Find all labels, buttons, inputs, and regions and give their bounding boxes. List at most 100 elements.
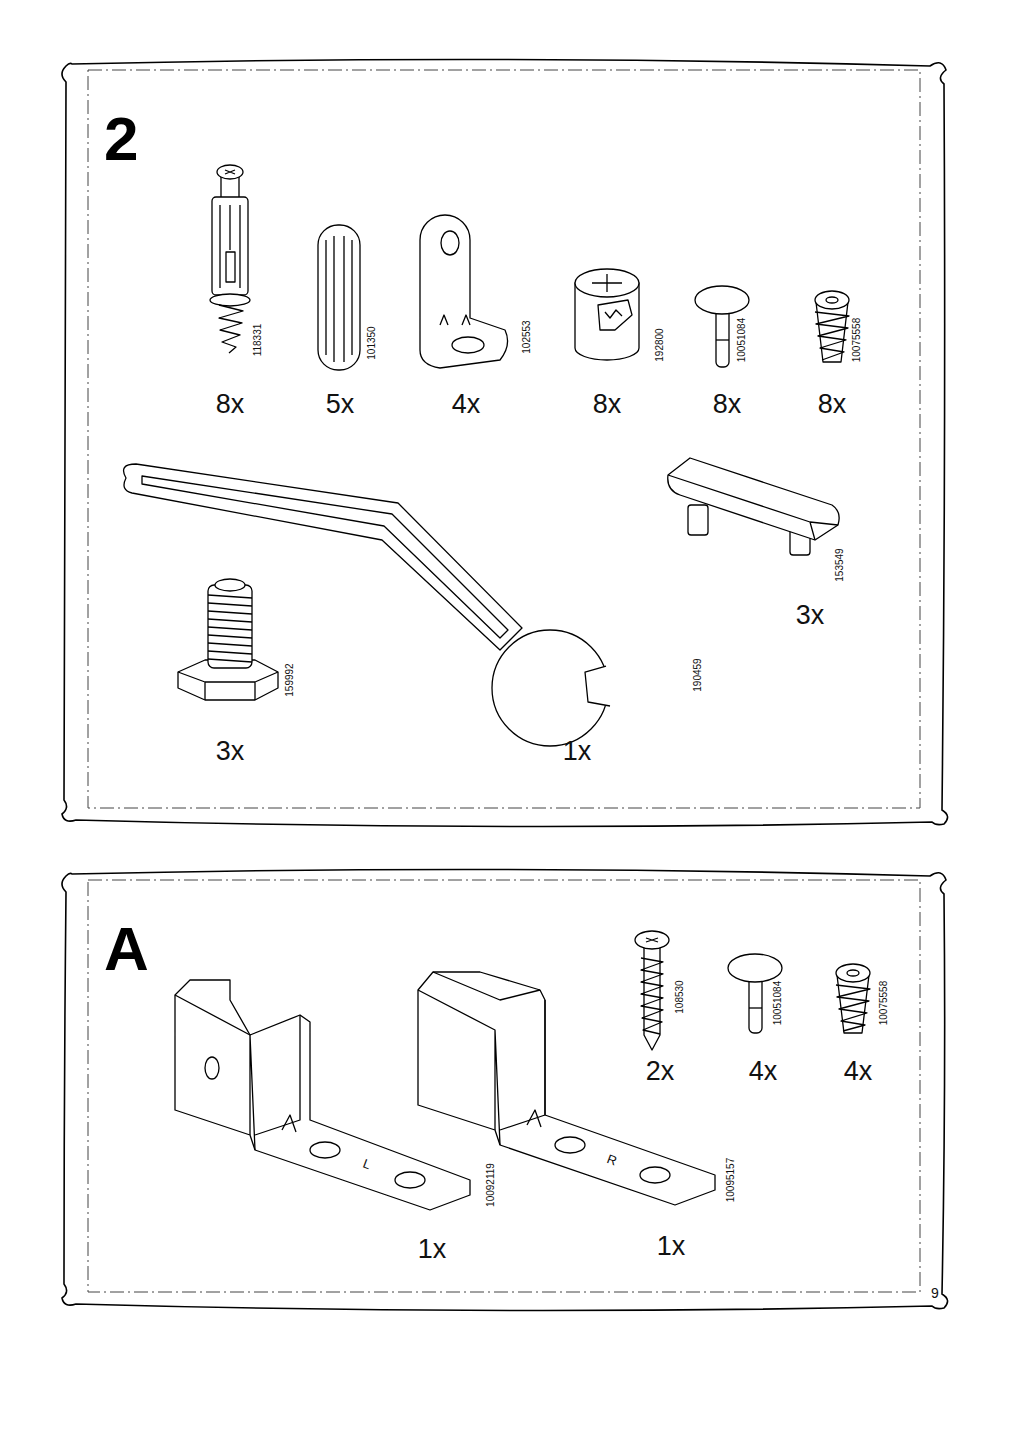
angle-bracket bbox=[441, 231, 459, 255]
wood-screw bbox=[635, 931, 669, 949]
torn-paper-border bbox=[62, 59, 948, 826]
quantity: 1x bbox=[657, 1233, 686, 1260]
quantity: 8x bbox=[593, 391, 622, 418]
levelling-bolt bbox=[178, 579, 278, 700]
right-bracket bbox=[418, 972, 545, 1145]
part-number: 190459 bbox=[693, 658, 703, 691]
left-bracket bbox=[175, 980, 470, 1210]
part-number: 108530 bbox=[675, 980, 685, 1013]
wooden-dowel bbox=[318, 225, 360, 370]
part-number: 10075558 bbox=[879, 981, 889, 1026]
panel-outline bbox=[58, 862, 950, 1314]
quantity: 2x bbox=[646, 1058, 675, 1085]
angle-bracket bbox=[420, 215, 508, 368]
cam-bolt bbox=[221, 172, 239, 198]
plastic-screw bbox=[815, 312, 849, 360]
part-number: 10051084 bbox=[737, 318, 747, 363]
part-number: 10092119 bbox=[486, 1163, 496, 1207]
page-number: 9 bbox=[931, 1286, 939, 1300]
plastic-screw bbox=[815, 291, 849, 362]
left-bracket bbox=[205, 1057, 219, 1079]
part-number: 118331 bbox=[253, 324, 263, 357]
part-number: 101350 bbox=[367, 326, 377, 359]
instruction-panel: 2 bbox=[58, 52, 950, 830]
wrench bbox=[492, 630, 608, 746]
dashed-frame bbox=[88, 70, 920, 808]
plastic-screw bbox=[826, 297, 838, 303]
shelf-pin bbox=[716, 339, 729, 340]
torn-paper-border bbox=[62, 869, 948, 1310]
wrench bbox=[575, 665, 618, 708]
cam-lock bbox=[575, 269, 639, 297]
cam-lock bbox=[592, 274, 622, 292]
cam-bolt bbox=[210, 165, 250, 353]
right-bracket bbox=[418, 972, 715, 1205]
cam-lock bbox=[575, 283, 639, 360]
wood-screw bbox=[644, 945, 660, 1050]
quantity: 8x bbox=[216, 391, 245, 418]
left-bracket bbox=[175, 995, 300, 1150]
wrench bbox=[585, 666, 610, 706]
cam-bolt bbox=[219, 305, 243, 353]
levelling-bolt bbox=[178, 660, 278, 700]
quantity: 8x bbox=[818, 391, 847, 418]
cam-lock bbox=[598, 300, 632, 330]
plinth-foot bbox=[688, 505, 708, 535]
cam-lock bbox=[575, 269, 639, 360]
plastic-screw bbox=[816, 302, 848, 362]
part-number: 10075558 bbox=[852, 318, 862, 363]
dashed-frame bbox=[88, 880, 920, 1292]
quantity: 1x bbox=[418, 1236, 447, 1263]
cam-bolt bbox=[210, 294, 250, 306]
plinth-foot bbox=[790, 525, 810, 555]
side-mark: L bbox=[361, 1157, 372, 1172]
instruction-panel: A bbox=[58, 862, 950, 1314]
wood-screw bbox=[646, 938, 658, 942]
plastic-screw bbox=[847, 970, 859, 976]
shelf-pin bbox=[728, 954, 782, 1033]
plinth-foot bbox=[668, 475, 838, 540]
plinth-foot bbox=[668, 458, 839, 540]
right-bracket bbox=[640, 1167, 670, 1183]
shelf-pin bbox=[695, 286, 749, 314]
cam-bolt bbox=[220, 205, 240, 288]
shelf-pin bbox=[749, 1007, 762, 1008]
angle-bracket bbox=[420, 215, 508, 368]
right-bracket bbox=[527, 1110, 541, 1127]
right-bracket bbox=[555, 1137, 585, 1153]
wooden-dowel bbox=[318, 225, 360, 370]
quantity: 4x bbox=[452, 391, 481, 418]
part-number: 159992 bbox=[285, 663, 295, 696]
levelling-bolt bbox=[178, 672, 278, 700]
step-number: 2 bbox=[104, 108, 138, 170]
side-mark: R bbox=[605, 1152, 618, 1167]
levelling-bolt bbox=[208, 585, 252, 668]
cam-lock bbox=[605, 310, 622, 318]
wood-screw bbox=[635, 931, 669, 1050]
panel-outline bbox=[58, 52, 950, 830]
right-bracket bbox=[418, 972, 715, 1205]
cam-bolt bbox=[217, 165, 243, 179]
part-number: 102553 bbox=[522, 320, 532, 353]
shelf-pin bbox=[695, 286, 749, 367]
left-bracket bbox=[310, 1142, 340, 1158]
plastic-screw bbox=[836, 985, 870, 1031]
part-number: 10051084 bbox=[773, 981, 783, 1026]
left-bracket bbox=[395, 1172, 425, 1188]
quantity: 8x bbox=[713, 391, 742, 418]
wrench bbox=[124, 464, 618, 746]
wood-screw bbox=[641, 958, 663, 1034]
shelf-pin bbox=[728, 954, 782, 982]
plastic-screw bbox=[837, 975, 869, 1033]
plastic-screw bbox=[836, 964, 870, 1033]
levelling-bolt bbox=[208, 595, 252, 662]
cam-bolt bbox=[212, 197, 248, 295]
angle-bracket bbox=[452, 337, 484, 353]
wrench bbox=[124, 464, 522, 650]
shelf-pin bbox=[716, 305, 729, 367]
step-number: A bbox=[104, 918, 149, 980]
quantity: 3x bbox=[216, 738, 245, 765]
